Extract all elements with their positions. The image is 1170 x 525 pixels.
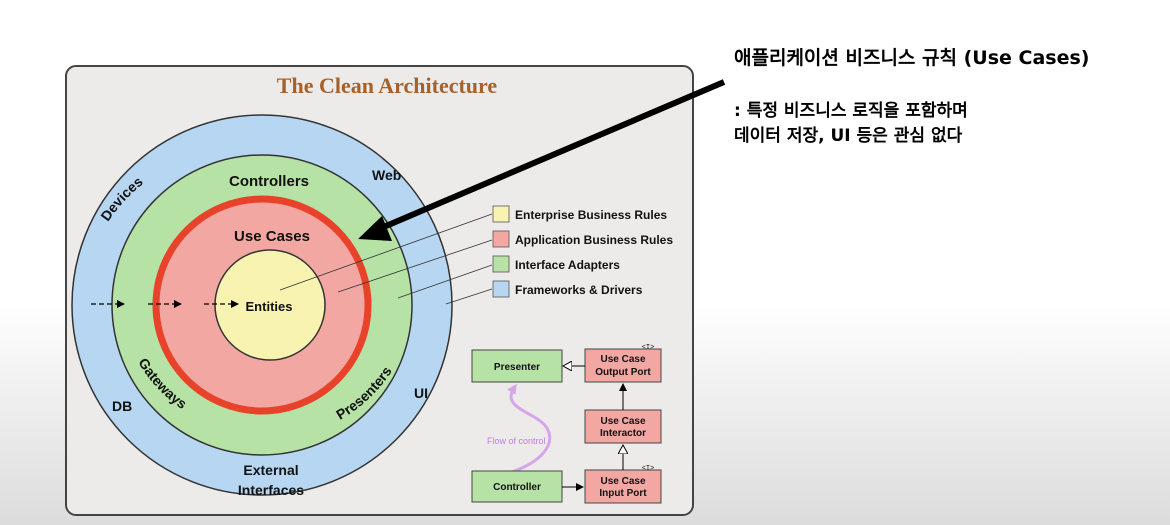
- leader-line: [279, 213, 493, 291]
- legend-swatch-enterprise: [492, 205, 510, 223]
- input-port-label-2: Input Port: [599, 488, 647, 499]
- legend-enterprise-label: Enterprise Business Rules: [515, 208, 667, 222]
- output-port-box: [584, 348, 662, 383]
- annotation-arrow-head: [358, 216, 392, 241]
- legend-swatch-application: [492, 230, 510, 248]
- annotation-arrow-shaft: [370, 79, 726, 235]
- legend-frameworks-label: Frameworks & Drivers: [515, 283, 643, 297]
- external-label: External: [243, 462, 298, 478]
- input-port-box: [584, 469, 662, 504]
- diagram-title: The Clean Architecture: [277, 73, 498, 98]
- controller-label: Controller: [493, 482, 541, 493]
- legend-leaders: [279, 213, 493, 305]
- input-port-label-1: Use Case: [600, 476, 645, 487]
- leader-line: [397, 264, 493, 299]
- legend-swatch-adapters: [492, 255, 510, 273]
- controllers-label: Controllers: [229, 173, 309, 190]
- interactor-label-1: Use Case: [600, 416, 645, 427]
- presenter-label: Presenter: [494, 362, 540, 373]
- interactor-box: [584, 409, 662, 444]
- leader-line: [445, 288, 493, 305]
- annotation-title: 애플리케이션 비즈니스 규칙 (Use Cases): [734, 47, 1090, 69]
- web-label: Web: [372, 167, 401, 183]
- interface-mark: <I>: [642, 465, 655, 473]
- legend-application-label: Application Business Rules: [515, 233, 673, 247]
- flow-curve: [507, 383, 552, 474]
- output-port-label-1: Use Case: [600, 354, 645, 365]
- annotation-description-line-1: : 특정 비즈니스 로직을 포함하며: [734, 101, 968, 121]
- legend: Enterprise Business Rules Application Bu…: [492, 205, 673, 298]
- leader-line: [337, 239, 493, 293]
- use-cases-label: Use Cases: [234, 228, 310, 245]
- interactor-label-2: Interactor: [600, 428, 646, 439]
- entities-label: Entities: [246, 299, 293, 314]
- ui-label: UI: [414, 385, 428, 401]
- controller-box: [471, 470, 563, 503]
- output-port-label-2: Output Port: [595, 367, 651, 378]
- interfaces-label: Interfaces: [238, 482, 304, 498]
- annotation-description-line-2: 데이터 저장, UI 등은 관심 없다: [734, 126, 963, 146]
- entities-circle: [214, 249, 326, 361]
- flow-of-control-diagram: Flow of control Presenter Use Case Outpu…: [471, 344, 662, 504]
- flow-of-control-label: Flow of control: [487, 436, 546, 446]
- legend-swatch-frameworks: [492, 280, 510, 298]
- db-label: DB: [112, 398, 132, 414]
- interface-mark: <I>: [642, 344, 655, 352]
- legend-adapters-label: Interface Adapters: [515, 258, 620, 272]
- presenter-box: [471, 349, 563, 383]
